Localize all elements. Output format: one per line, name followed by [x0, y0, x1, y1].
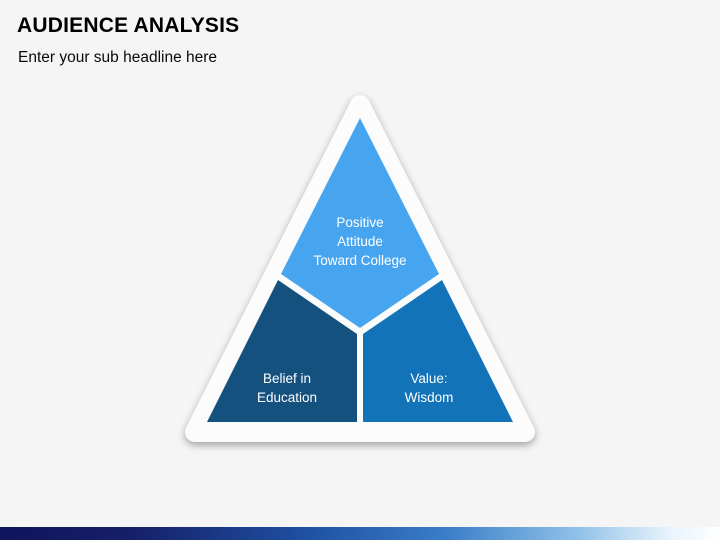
footer-gradient-bar: [0, 527, 720, 540]
segment-bottom-right: [363, 280, 513, 422]
segment-bottom-left: [207, 280, 357, 422]
segment-bottom-left-label: Belief in Education: [256, 371, 318, 405]
segment-bottom-right-label: Value: Wisdom: [404, 371, 454, 405]
slide-subtitle: Enter your sub headline here: [18, 49, 218, 66]
segment-top-label: Positive Attitude Toward College: [313, 215, 407, 268]
segment-top: [281, 118, 439, 328]
slide-title: AUDIENCE ANALYSIS: [17, 14, 240, 37]
